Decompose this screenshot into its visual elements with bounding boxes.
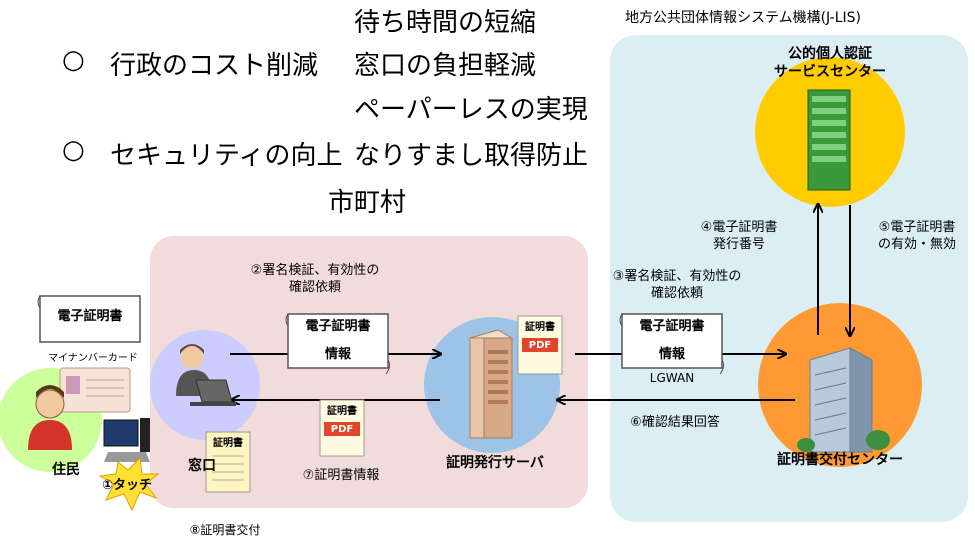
resident-label: 住民 xyxy=(52,462,80,478)
pdf-doc-step7 xyxy=(319,399,365,457)
step2-line2: 確認依頼 xyxy=(288,280,341,295)
paper-cert-title: 証明書 xyxy=(213,438,243,449)
issuing-server-icon xyxy=(468,329,514,439)
benefit-line3: ペーパーレスの実現 xyxy=(354,95,588,125)
step5-line1: ⑤電子証明書 xyxy=(878,220,956,235)
step4-line2: 発行番号 xyxy=(712,237,765,252)
scroll-doc-step3 xyxy=(619,313,725,375)
pdf-doc-server xyxy=(517,315,563,375)
resident-icon xyxy=(28,385,72,450)
step7-label: ⑦証明書情報 xyxy=(302,468,380,483)
auth-center-label-1: 公的個人認証 xyxy=(788,46,872,62)
auth-center-label-2: サービスセンター xyxy=(774,64,886,80)
jlis-label: 地方公共団体情報システム機構(J-LIS) xyxy=(625,10,862,26)
step4-line1: ④電子証明書 xyxy=(700,220,778,235)
cert-info-sub-step3: 情報 xyxy=(658,347,685,362)
pdf-doc-step7-title: 証明書 xyxy=(327,406,357,417)
benefit-line1: 待ち時間の短縮 xyxy=(354,8,537,38)
benefit-marker-2: ○ xyxy=(62,135,85,165)
pdf-doc-server-pdf: PDF xyxy=(528,340,552,351)
pdf-doc-server-title: 証明書 xyxy=(525,322,555,333)
touch-label: ①タッチ xyxy=(101,478,152,493)
my-number-card-label: マイナンバーカード xyxy=(48,353,138,364)
step2-line1: ②署名検証、有効性の xyxy=(250,263,380,278)
step5-line2: の有効・無効 xyxy=(877,237,956,252)
issuing-center-label: 証明書交付センター xyxy=(777,452,903,468)
touch-burst xyxy=(98,456,160,512)
auth-server-icon xyxy=(807,89,851,191)
building-icon xyxy=(797,347,890,453)
lgwan-label: LGWAN xyxy=(649,371,695,385)
staff-icon xyxy=(176,344,236,406)
cert-info-sub-step2: 情報 xyxy=(324,347,351,362)
step3-line1: ③署名検証、有効性の xyxy=(612,269,742,284)
step8-label: ⑧証明書交付 xyxy=(189,523,261,537)
benefit-line2-left: 行政のコスト削減 xyxy=(110,51,319,81)
benefit-line2-right: 窓口の負担軽減 xyxy=(354,51,537,81)
cert-info-title-step3: 電子証明書 xyxy=(639,319,705,334)
my-number-card-icon xyxy=(59,367,131,413)
step3-line2: 確認依頼 xyxy=(650,286,703,301)
benefit-marker-1: ○ xyxy=(62,45,85,75)
municipality-label: 市町村 xyxy=(328,188,407,218)
scroll-doc-step2 xyxy=(285,313,391,375)
benefit-line4-right: なりすまし取得防止 xyxy=(354,141,589,171)
scroll-doc-ecert xyxy=(37,295,141,343)
benefit-line4-left: セキュリティの向上 xyxy=(110,141,343,171)
step6-label: ⑥確認結果回答 xyxy=(630,415,720,430)
ecert-label: 電子証明書 xyxy=(57,309,123,324)
reader-pc-icon xyxy=(103,418,150,462)
issuing-server-label: 証明発行サーバ xyxy=(446,455,544,471)
pdf-doc-step7-pdf: PDF xyxy=(330,424,354,435)
cert-info-title-step2: 電子証明書 xyxy=(305,319,371,334)
counter-label: 窓口 xyxy=(188,458,216,474)
paper-cert xyxy=(205,431,251,493)
